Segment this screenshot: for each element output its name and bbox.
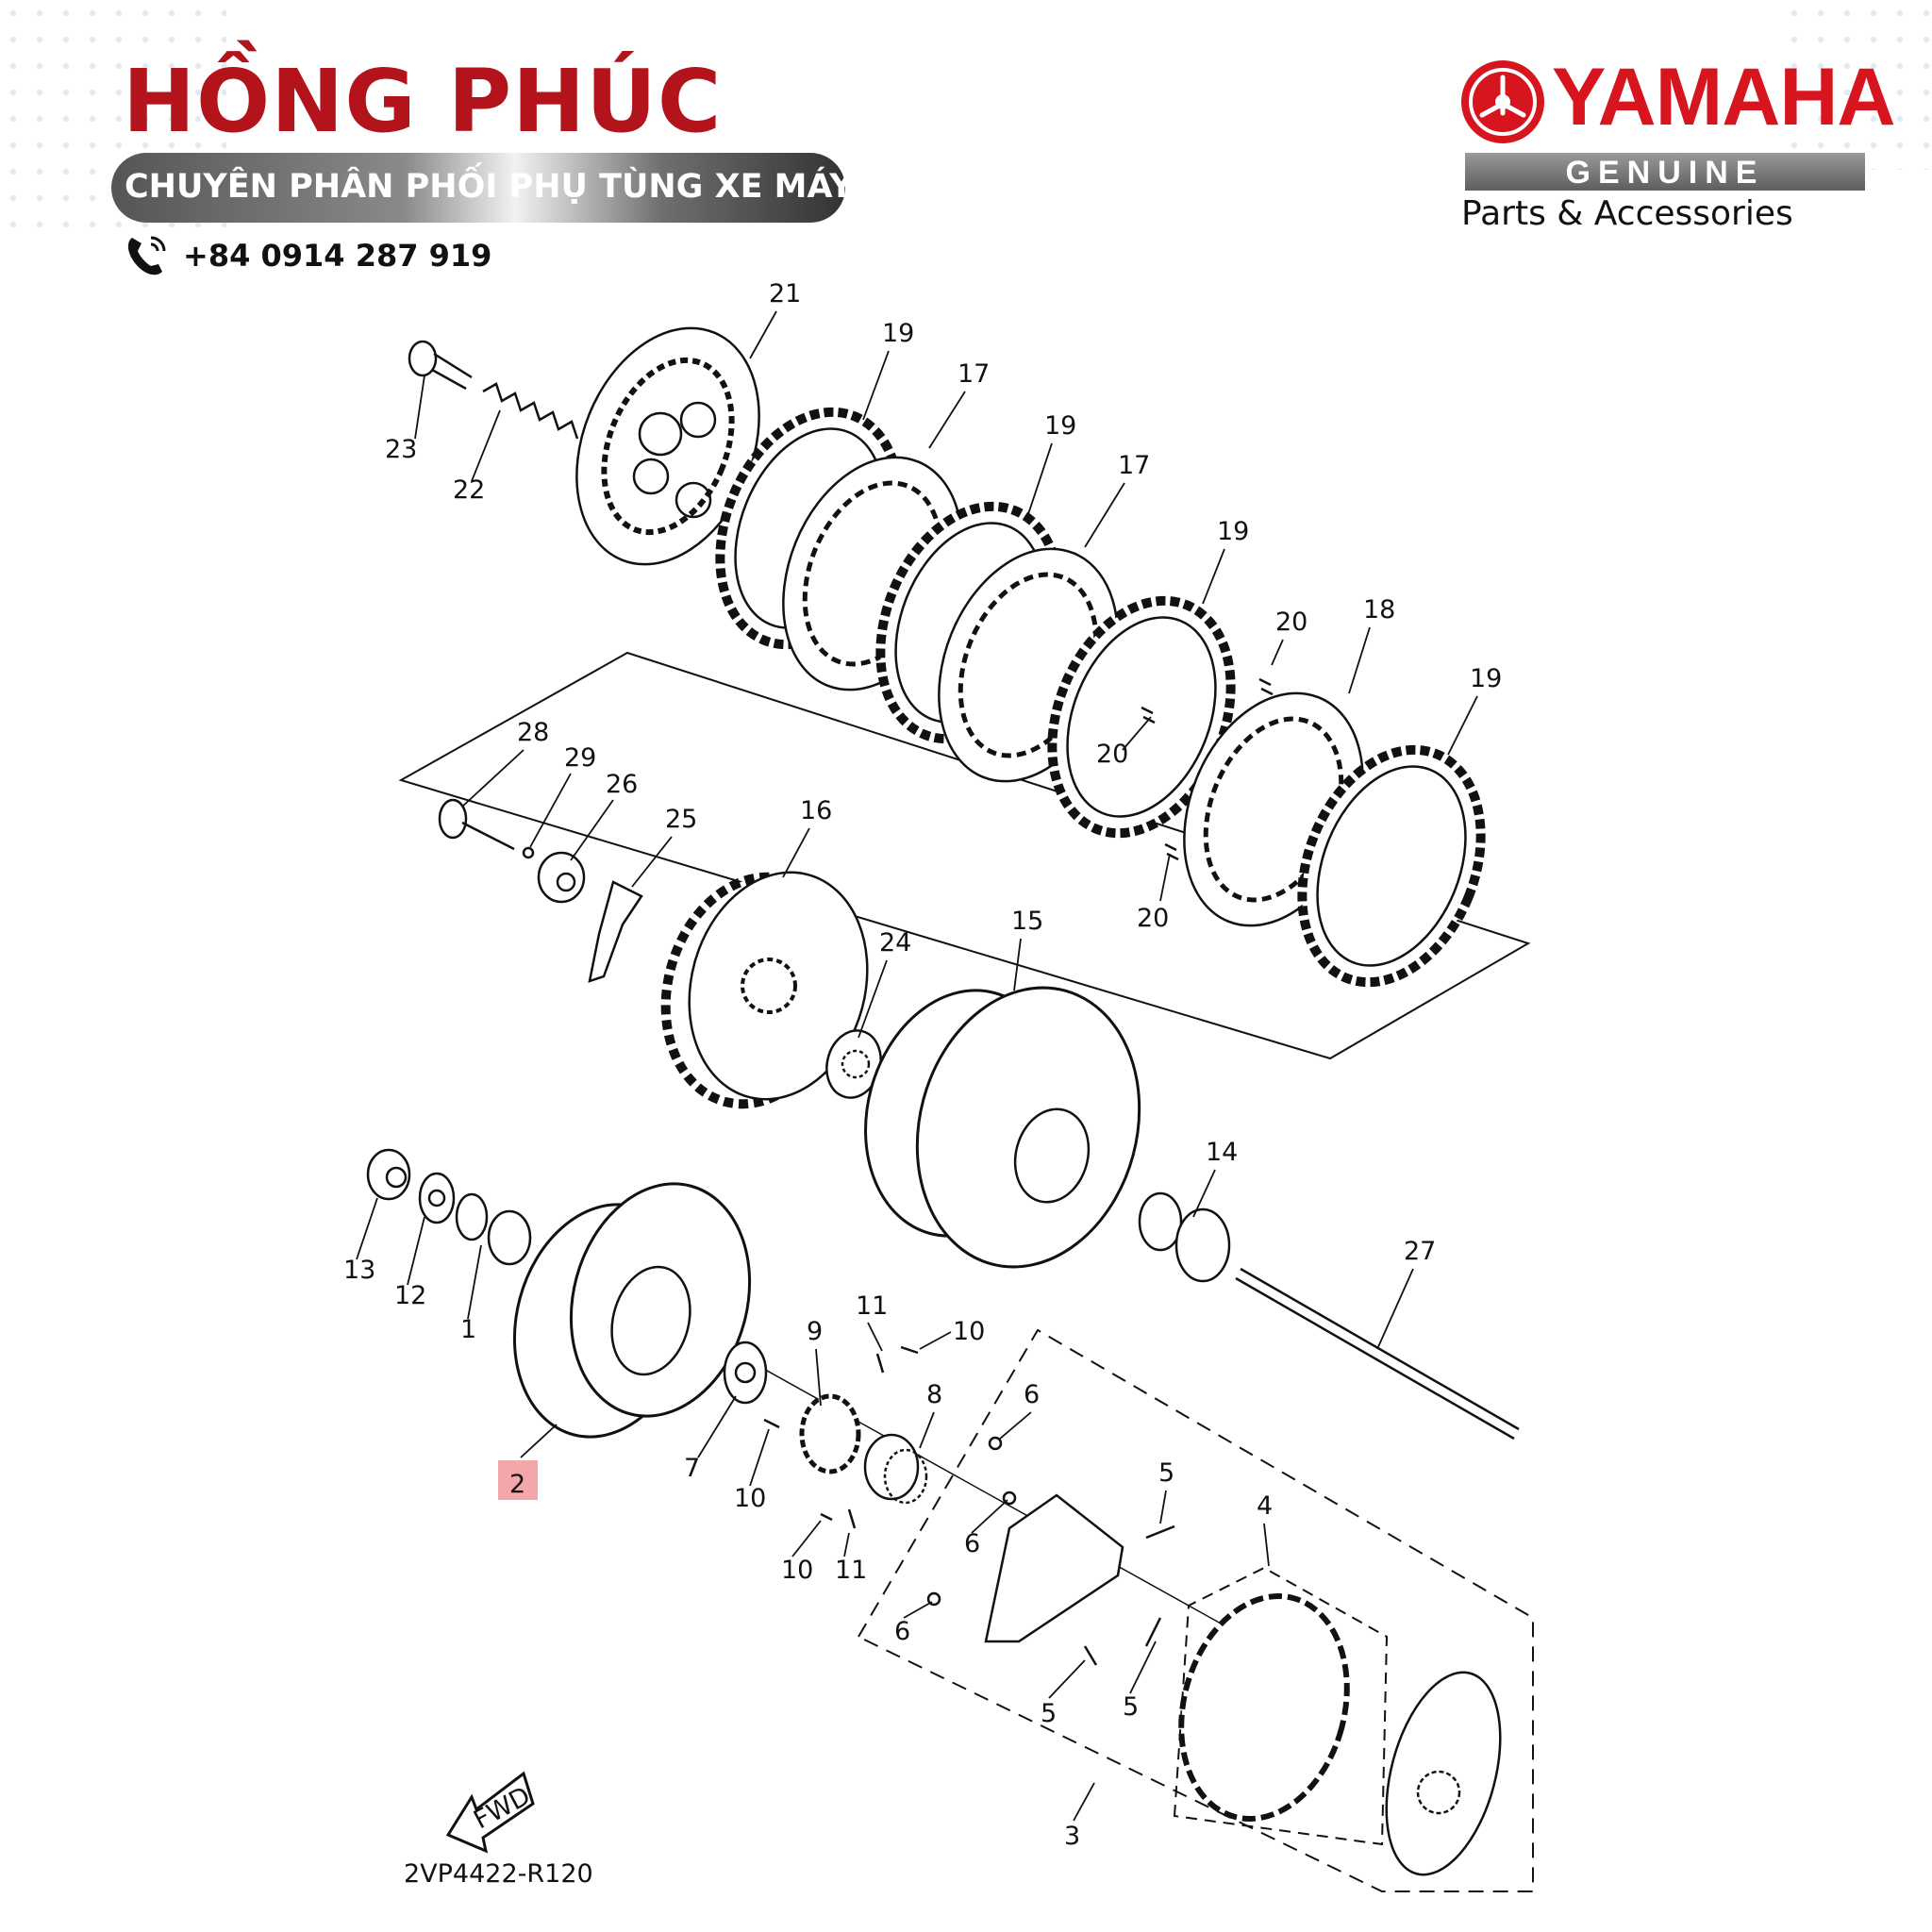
parts-accessories-text: Parts & Accessories [1461,194,1793,233]
label-7: 7 [684,1454,700,1483]
part-4-clutch-shoes [1178,1593,1502,1876]
part-14-bushing [1138,1191,1231,1283]
label-15: 15 [1011,907,1043,936]
tuning-fork-emblem-icon [1461,60,1544,143]
label-11: 11 [835,1556,867,1585]
label-5: 5 [1123,1692,1139,1722]
label-17: 17 [958,359,990,389]
label-20: 20 [1275,608,1307,637]
part-22-spring [482,382,579,440]
label-19: 19 [1217,517,1249,546]
tagline-banner [111,153,845,223]
label-19: 19 [1470,664,1502,693]
label-27: 27 [1404,1237,1436,1266]
label-4: 4 [1257,1491,1273,1521]
part-23-bolt [408,340,473,391]
fwd-arrow-icon: FWD [445,1771,535,1854]
genuine-bar [1465,153,1865,191]
part-12-washer [418,1172,456,1224]
label-8: 8 [926,1380,942,1409]
yamaha-logo: YAMAHA GENUINE Parts & Accessories [1457,55,1896,234]
label-18: 18 [1363,595,1395,625]
tagline: CHUYÊN PHÂN PHỐI PHỤ TÙNG XE MÁY [125,168,854,206]
label-28: 28 [517,718,549,747]
brand-name: HỒNG PHÚC [123,51,723,152]
label-6: 6 [1024,1380,1040,1409]
label-22: 22 [453,475,485,505]
part-2-clutch-drum [512,1182,752,1439]
plate-19-d [1297,744,1486,988]
part-16-primary-gear [660,871,869,1109]
callout-labels: 21 19 17 19 17 19 20 18 19 20 20 23 22 2… [343,279,1502,1851]
label-20: 20 [1096,740,1128,769]
part-28-push-rod [438,798,515,851]
diagram-code: 2VP4422-R120 [404,1859,593,1889]
part-10-11-pins-springs [763,1345,919,1529]
clutch-plate-frame [398,651,1531,1060]
label-26: 26 [606,770,638,799]
centrifugal-clutch-frame [857,1328,1534,1892]
part-5-springs [1083,1524,1175,1666]
label-6: 6 [894,1617,910,1646]
label-2: 2 [509,1470,525,1499]
label-21: 21 [769,279,801,308]
label-23: 23 [385,435,417,464]
part-27-rod [1235,1267,1520,1441]
axis-line-lower [659,1310,1322,1680]
yamaha-wordmark: YAMAHA [1552,52,1896,142]
highlight-box [498,1460,538,1500]
label-17: 17 [1118,451,1150,480]
label-12: 12 [394,1281,426,1310]
label-19: 19 [882,319,914,348]
label-3: 3 [1064,1822,1080,1851]
label-20: 20 [1137,904,1169,933]
label-10: 10 [781,1556,813,1585]
label-13: 13 [343,1256,375,1285]
part-9-one-way-clutch [799,1393,861,1474]
label-19: 19 [1044,411,1076,441]
label-5: 5 [1041,1699,1057,1728]
label-24: 24 [879,928,911,958]
phone-icon [127,236,166,275]
label-5: 5 [1158,1458,1174,1488]
part-29-ball [522,846,535,859]
part-6-plate [926,1436,1124,1643]
phone-number: +84 0914 287 919 [183,238,492,274]
label-11: 11 [856,1291,888,1321]
part-15-clutch-housing [864,986,1141,1269]
label-25: 25 [665,805,697,834]
label-10: 10 [953,1317,985,1346]
part-21-pressure-plate [575,326,760,566]
part-26-nut [537,851,586,904]
shoe-assembly-frame [1173,1566,1389,1846]
label-14: 14 [1206,1138,1238,1167]
part-8-bearing [863,1433,928,1505]
genuine-text: GENUINE [1565,155,1765,191]
label-29: 29 [564,743,596,773]
part-1-collar [455,1192,532,1266]
part-7-washer [723,1341,768,1405]
label-10: 10 [734,1484,766,1513]
part-25-lever [588,880,643,983]
decor-dots-right [1781,0,1932,170]
label-1: 1 [460,1315,476,1344]
label-16: 16 [800,796,832,825]
label-6: 6 [964,1529,980,1558]
phone-contact[interactable]: +84 0914 287 919 [123,232,491,279]
label-9: 9 [807,1317,823,1346]
leader-lines [356,310,1478,1822]
part-13-nut [366,1148,411,1201]
